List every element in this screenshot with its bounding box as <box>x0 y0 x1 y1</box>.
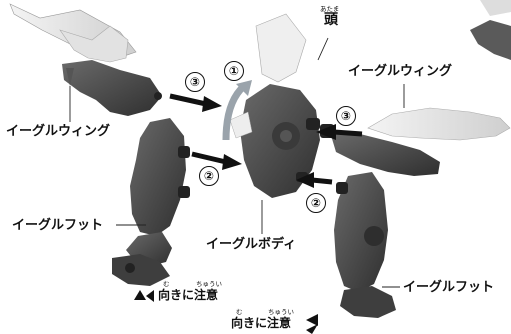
eagle-foot-left-part <box>112 118 190 286</box>
leader-head <box>317 37 329 61</box>
caution-left-ruby-mu: む <box>163 280 170 288</box>
step-marker-head: ① <box>224 61 244 81</box>
eagle-body-label: イーグルボディ <box>206 237 297 252</box>
eagle-foot-right-label: イーグルフット <box>403 280 495 295</box>
eagle-wing-left-part <box>9 3 162 116</box>
arrow-right-wing <box>316 124 363 140</box>
caution-left-ruby-chuui: ちゅうい <box>196 280 222 288</box>
orientation-mark-right <box>306 314 318 326</box>
caution-left-text: 向きに注意 <box>158 288 219 302</box>
eagle-foot-left-label: イーグルフット <box>12 218 104 233</box>
eagle-wing-left-label: イーグルウィング <box>6 124 111 139</box>
eagle-body-part <box>229 13 320 198</box>
arrow-right-foot <box>296 172 333 188</box>
caution-right-ruby-chuui: ちゅうい <box>268 308 294 316</box>
orientation-mark-left <box>134 290 146 300</box>
head-ruby: あたま <box>320 5 340 13</box>
caution-right-ruby-mu: む <box>236 308 243 316</box>
eagle-foot-right-part <box>334 172 396 318</box>
head-label: 頭 <box>324 12 338 28</box>
eagle-wing-right-part <box>320 0 511 176</box>
arrow-left-foot <box>191 151 242 170</box>
step-marker-right-wing: ③ <box>336 106 356 126</box>
caution-right-text: 向きに注意 <box>231 316 292 330</box>
step-marker-left-foot: ② <box>199 166 219 186</box>
step-marker-right-foot: ② <box>306 193 326 213</box>
eagle-wing-right-label: イーグルウィング <box>348 64 453 79</box>
step-marker-left-wing: ③ <box>185 72 205 92</box>
arrow-left-wing <box>169 93 222 112</box>
